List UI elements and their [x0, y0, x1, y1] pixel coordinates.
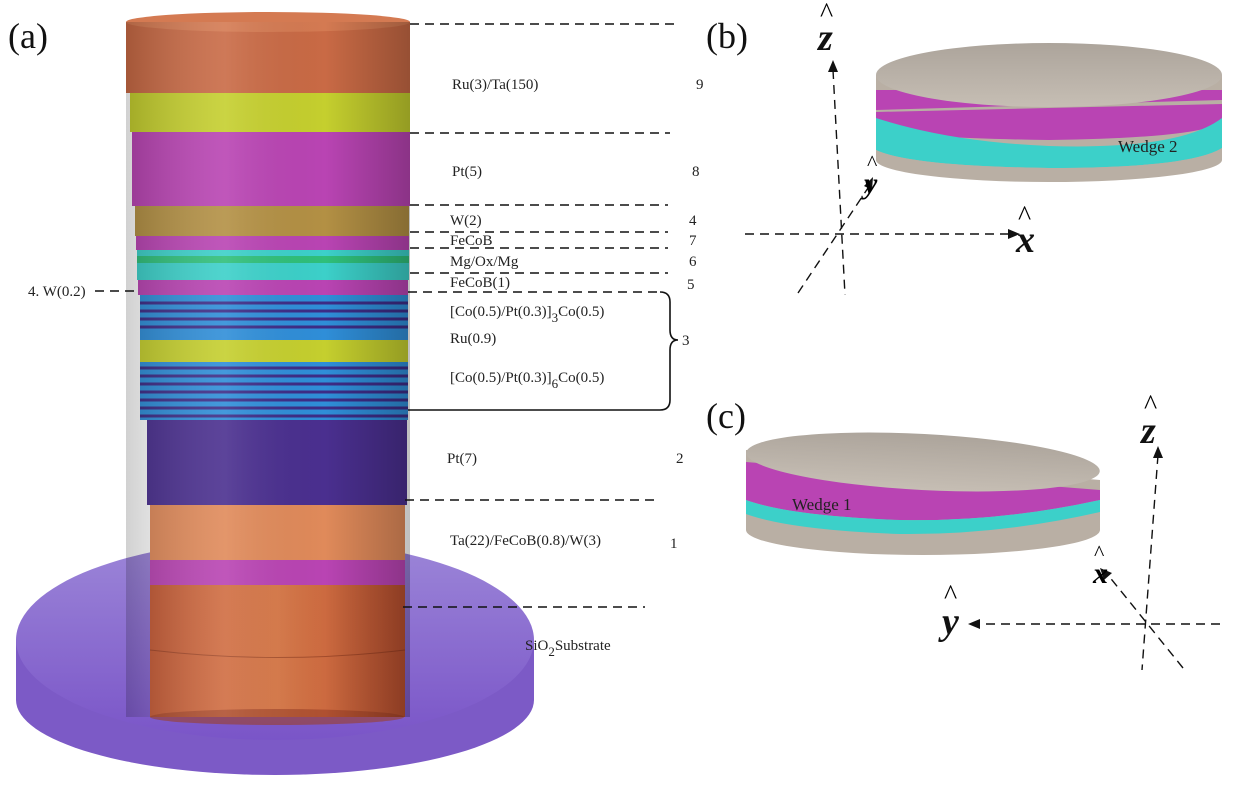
label-num-1: 1: [670, 536, 678, 552]
axis-y-b: y: [861, 167, 878, 200]
label-ru-ta: Ru(3)/Ta(150): [452, 77, 538, 93]
panel-label-b: (b): [706, 16, 748, 56]
label-saf-top: [Co(0.5)/Pt(0.3)]3Co(0.5): [450, 304, 604, 325]
wedge-disk-b: Wedge 2: [876, 43, 1222, 182]
axes-b: z ^ y ^ x ^: [745, 0, 1035, 296]
axis-z-c: z: [1139, 410, 1156, 452]
label-pt5: Pt(5): [452, 164, 482, 180]
label-num-6: 6: [689, 254, 697, 270]
wedge-2-label: Wedge 2: [1118, 137, 1178, 156]
label-fecob: FeCoB: [450, 233, 493, 249]
label-num-4: 4: [689, 213, 697, 229]
label-w2: W(2): [450, 213, 482, 229]
axis-x-c-hat: ^: [1094, 540, 1105, 565]
axis-x-b-hat: ^: [1018, 201, 1031, 232]
wedge-disk-c: Wedge 1: [746, 432, 1100, 555]
label-num-9: 9: [696, 77, 704, 93]
axes-c: z ^ x ^ y ^: [938, 390, 1220, 671]
axis-y-c: y: [938, 601, 959, 643]
axis-y-b-hat: ^: [867, 150, 878, 175]
axis-y-c-hat: ^: [944, 580, 957, 611]
saf-brace: [408, 291, 679, 411]
label-num-3: 3: [682, 333, 690, 349]
label-substrate: SiO2Substrate: [525, 638, 611, 659]
label-fecob1: FeCoB(1): [450, 275, 510, 291]
axis-x-c: x: [1092, 557, 1108, 590]
panel-label-c: (c): [706, 396, 746, 436]
label-pt7: Pt(7): [447, 451, 477, 467]
label-num-2: 2: [676, 451, 684, 467]
label-ru09: Ru(0.9): [450, 331, 496, 347]
layer-separators: [95, 23, 680, 608]
label-mgoxmg: Mg/Ox/Mg: [450, 254, 519, 270]
axis-z-c-hat: ^: [1144, 390, 1157, 421]
label-seed: Ta(22)/FeCoB(0.8)/W(3): [450, 533, 601, 549]
axis-z-b: z: [816, 17, 833, 59]
label-num-5: 5: [687, 277, 695, 293]
layer-stack: [126, 12, 410, 725]
label-num-7: 7: [689, 233, 697, 249]
label-w02: 4. W(0.2): [28, 284, 86, 300]
wedge-1-label: Wedge 1: [792, 495, 852, 514]
label-saf-bottom: [Co(0.5)/Pt(0.3)]6Co(0.5): [450, 370, 604, 391]
panel-label-a: (a): [8, 16, 48, 56]
axis-x-b: x: [1015, 219, 1035, 261]
axis-z-b-hat: ^: [820, 0, 833, 29]
label-num-8: 8: [692, 164, 700, 180]
